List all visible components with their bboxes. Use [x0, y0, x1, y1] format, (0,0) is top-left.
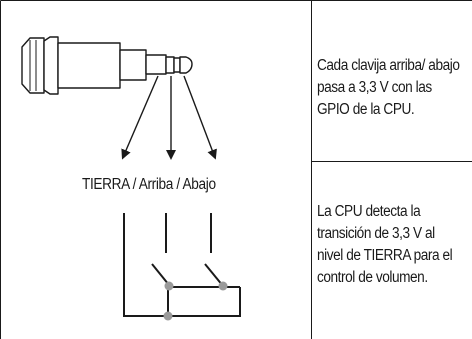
jack-body: [57, 42, 121, 89]
caption-gpio: Cada clavija arriba/ abajo pasa a 3,3 V …: [317, 57, 460, 118]
switch-circuit: [123, 213, 241, 317]
jack-collar: [119, 49, 147, 81]
jack-ring-2: [173, 57, 181, 73]
caption-volume-control: La CPU detecta la transición de 3,3 V al…: [317, 203, 453, 286]
jack-grip-lines: [29, 40, 37, 91]
jack-grip-ring: [43, 36, 59, 95]
jack-ring-1: [165, 56, 175, 74]
jack-strain-relief: [21, 37, 45, 94]
jack-tip: [179, 56, 193, 74]
arrow-tierra: [121, 75, 159, 160]
pin-label: TIERRA / Arriba / Abajo: [82, 176, 216, 193]
ground-node: [163, 311, 173, 321]
switch-node: [164, 281, 174, 291]
jack-sleeve: [145, 54, 167, 75]
arrow-abajo: [183, 75, 217, 160]
ground-wire: [123, 213, 241, 317]
switch-node: [218, 281, 228, 291]
arriba-switch-blade: [151, 263, 170, 286]
abajo-switch-blade: [204, 263, 224, 287]
signal-arrows: [121, 75, 217, 160]
headphone-jack-plug: [21, 36, 193, 95]
switch-nodes: [163, 281, 228, 321]
